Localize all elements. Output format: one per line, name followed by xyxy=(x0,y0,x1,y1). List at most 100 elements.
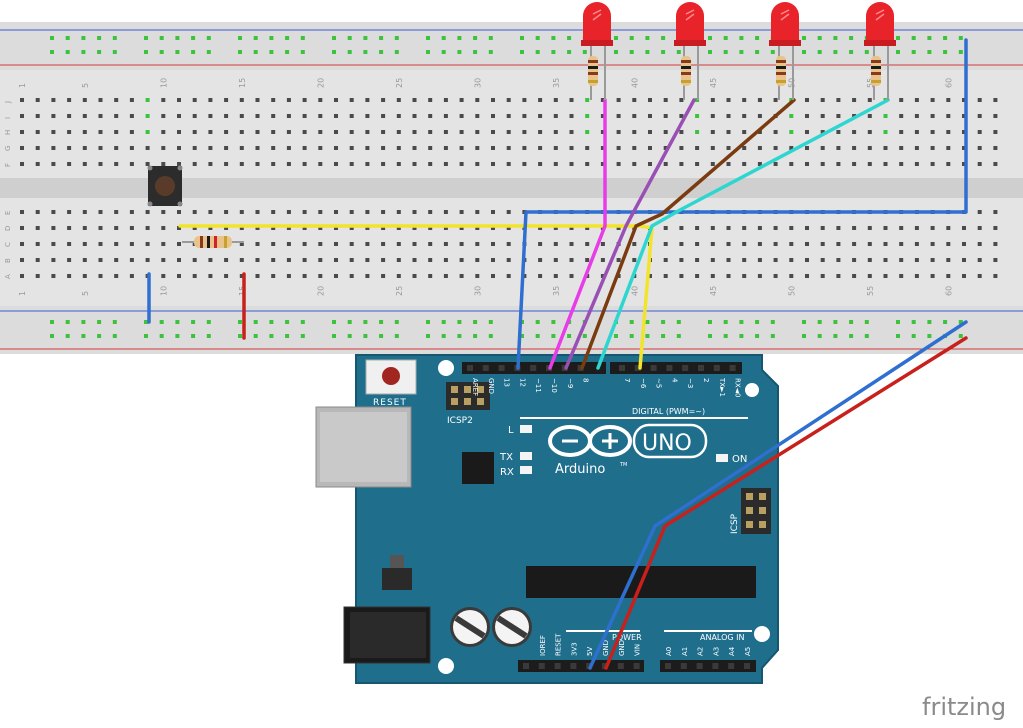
breadboard-hole xyxy=(334,226,338,230)
header-pin xyxy=(759,521,766,528)
uno-label: UNO xyxy=(642,431,692,456)
column-number: 25 xyxy=(395,78,404,88)
rail-hole xyxy=(958,50,963,54)
breadboard-hole xyxy=(98,98,103,102)
breadboard-hole xyxy=(789,258,794,262)
header-hole xyxy=(523,663,529,669)
breadboard-hole xyxy=(742,114,747,118)
breadboard-hole xyxy=(412,114,417,118)
rail-hole xyxy=(911,36,916,40)
breadboard-hole xyxy=(883,162,888,166)
rail-hole xyxy=(50,36,54,40)
led-dome xyxy=(866,2,894,44)
led-3 xyxy=(769,2,801,100)
breadboard-hole xyxy=(538,114,543,118)
rail-hole xyxy=(645,320,650,324)
breadboard-hole xyxy=(522,98,527,102)
wire-red-5v xyxy=(604,336,968,670)
breadboard-hole xyxy=(334,242,338,246)
breadboard-hole xyxy=(365,162,370,166)
breadboard-hole xyxy=(20,98,24,102)
breadboard-hole xyxy=(428,98,433,102)
breadboard-hole xyxy=(381,274,386,278)
breadboard-hole xyxy=(852,98,857,102)
rail-hole xyxy=(191,320,196,324)
breadboard-hole xyxy=(977,226,982,230)
breadboard-hole xyxy=(679,258,684,262)
analog-header xyxy=(660,660,756,672)
breadboard-hole xyxy=(899,258,904,262)
breadboard-hole xyxy=(475,258,480,262)
breadboard-hole xyxy=(789,98,794,102)
rail-hole xyxy=(97,334,102,338)
breadboard-hole xyxy=(946,114,951,118)
header-hole xyxy=(467,365,473,371)
breadboard-hole xyxy=(428,146,433,150)
breadboard-hole xyxy=(334,130,338,134)
power-pin-label: VIN xyxy=(634,644,642,656)
led-l-label: L xyxy=(508,425,514,436)
breadboard-hole xyxy=(600,274,605,278)
breadboard-hole xyxy=(51,98,56,102)
breadboard-hole xyxy=(67,242,72,246)
breadboard-hole xyxy=(773,226,778,230)
breadboard-hole xyxy=(114,210,119,214)
breadboard-hole xyxy=(648,162,652,166)
breadboard-hole xyxy=(35,130,40,134)
breadboard-hole xyxy=(679,130,684,134)
breadboard-hole xyxy=(67,274,72,278)
breadboard-hole xyxy=(899,114,904,118)
capacitor-1 xyxy=(450,607,490,647)
breadboard-hole xyxy=(396,210,401,214)
rail-hole xyxy=(614,36,618,40)
breadboard-hole xyxy=(20,130,24,134)
breadboard-hole xyxy=(51,258,56,262)
rail-hole xyxy=(238,320,242,324)
rail-hole xyxy=(238,334,242,338)
led-on-label: ON xyxy=(732,454,747,465)
breadboard-hole xyxy=(820,162,825,166)
breadboard-hole xyxy=(302,130,307,134)
push-button[interactable] xyxy=(147,165,183,207)
rail-hole xyxy=(206,334,211,338)
rail-hole xyxy=(285,320,290,324)
header-pin xyxy=(759,507,766,514)
breadboard-hole xyxy=(726,274,731,278)
rail-hole xyxy=(441,334,446,338)
rail-hole xyxy=(159,36,164,40)
breadboard-hole xyxy=(67,258,72,262)
led-resistor xyxy=(588,56,598,86)
header-pin xyxy=(746,507,753,514)
rail-hole xyxy=(253,36,258,40)
header-hole xyxy=(665,663,671,669)
header-hole xyxy=(666,365,673,371)
column-number: 1 xyxy=(18,83,27,88)
rail-hole xyxy=(426,36,430,40)
breadboard-hole xyxy=(35,242,40,246)
breadboard-hole xyxy=(365,258,370,262)
digital-pin-label: AREF xyxy=(471,378,479,396)
breadboard-hole xyxy=(349,226,354,230)
breadboard-hole xyxy=(239,226,244,230)
rail-hole xyxy=(614,50,618,54)
breadboard-hole xyxy=(286,146,291,150)
breadboard-hole xyxy=(114,162,119,166)
breadboard-hole xyxy=(396,226,401,230)
breadboard-hole xyxy=(679,274,684,278)
breadboard-hole xyxy=(129,242,134,246)
breadboard-hole xyxy=(726,162,731,166)
rail-hole xyxy=(81,320,86,324)
rail-hole xyxy=(332,50,336,54)
breadboard-hole xyxy=(773,162,778,166)
reset-label: RESET xyxy=(373,398,407,408)
breadboard-hole xyxy=(553,146,558,150)
breadboard-hole xyxy=(805,242,809,246)
reset-button[interactable] xyxy=(365,359,417,395)
breadboard-hole xyxy=(224,274,229,278)
digital-label: DIGITAL (PWM=~) xyxy=(632,407,705,416)
breadboard-hole xyxy=(239,146,244,150)
breadboard-hole xyxy=(491,210,495,214)
breadboard-hole xyxy=(977,210,982,214)
rail-hole xyxy=(394,50,399,54)
rail-hole xyxy=(175,36,180,40)
